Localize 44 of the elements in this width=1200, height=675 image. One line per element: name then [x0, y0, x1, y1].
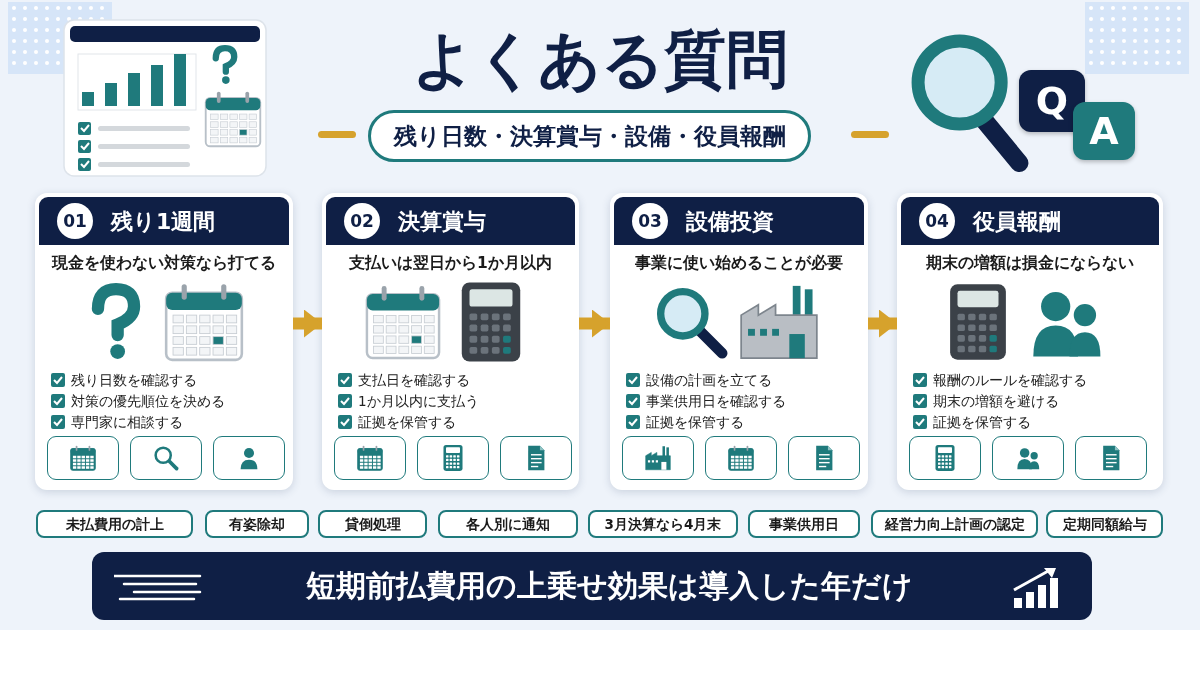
checklist-item: 事業供用日を確認する: [646, 392, 786, 410]
step-card: [322, 193, 579, 490]
checklist-item: 残り日数を確認する: [71, 371, 197, 389]
subtitle-pill: [368, 110, 811, 162]
arrow: [579, 309, 610, 338]
banner-text: 短期前払費用の上乗せ効果は導入した年だけ: [305, 567, 914, 605]
checklist-item: 支払日を確認する: [358, 371, 470, 389]
card-subtitle: 現金を使わない対策なら打てる: [50, 253, 277, 274]
keyword-tag: 経営力向上計画の認定: [871, 510, 1038, 538]
step-card: [610, 193, 868, 490]
card-title: 残り1週間: [111, 208, 216, 236]
keyword-tag: 定期同額給与: [1046, 510, 1163, 538]
subtitle: 残り日数・決算賞与・設備・役員報酬: [392, 122, 787, 151]
checklist-item: 対策の優先順位を決める: [71, 392, 225, 410]
bubble-letter: A: [1088, 108, 1120, 155]
arrow: [293, 309, 322, 338]
checklist-item: 証拠を保管する: [646, 413, 744, 431]
title: よくある質問: [411, 22, 789, 98]
checklist-item: 設備の計画を立てる: [646, 371, 772, 389]
keyword-tag: 3月決算なら4月末: [588, 510, 738, 538]
card-title: 設備投資: [686, 208, 774, 236]
checklist-item: 報酬のルールを確認する: [933, 371, 1087, 389]
keyword-tag: 未払費用の計上: [36, 510, 193, 538]
keyword-tag: 貸倒処理: [318, 510, 427, 538]
card-subtitle: 事業に使い始めることが必要: [634, 253, 844, 274]
arrow: [868, 309, 897, 338]
checklist-item: 期末の増額を避ける: [933, 392, 1059, 410]
step-card: [35, 193, 293, 490]
checklist-item: 1か月以内に支払う: [358, 392, 479, 410]
card-title: 決算賞与: [398, 208, 486, 236]
checklist-item: 専門家に相談する: [71, 413, 183, 431]
card-subtitle: 期末の増額は損金にならない: [925, 253, 1135, 274]
checklist-item: 証拠を保管する: [933, 413, 1031, 431]
speech-bubble: [1073, 102, 1135, 160]
step-card: [897, 193, 1163, 490]
checklist-item: 証拠を保管する: [358, 413, 456, 431]
speech-bubble: [1019, 70, 1085, 132]
card-title: 役員報酬: [973, 208, 1061, 236]
summary-banner: [92, 552, 1092, 620]
card-subtitle: 支払いは翌日から1か月以内: [348, 253, 553, 274]
bubble-letter: Q: [1034, 78, 1070, 125]
keyword-tag: 有姿除却: [205, 510, 309, 538]
keyword-tag: 各人別に通知: [438, 510, 578, 538]
keyword-tag: 事業供用日: [748, 510, 860, 538]
